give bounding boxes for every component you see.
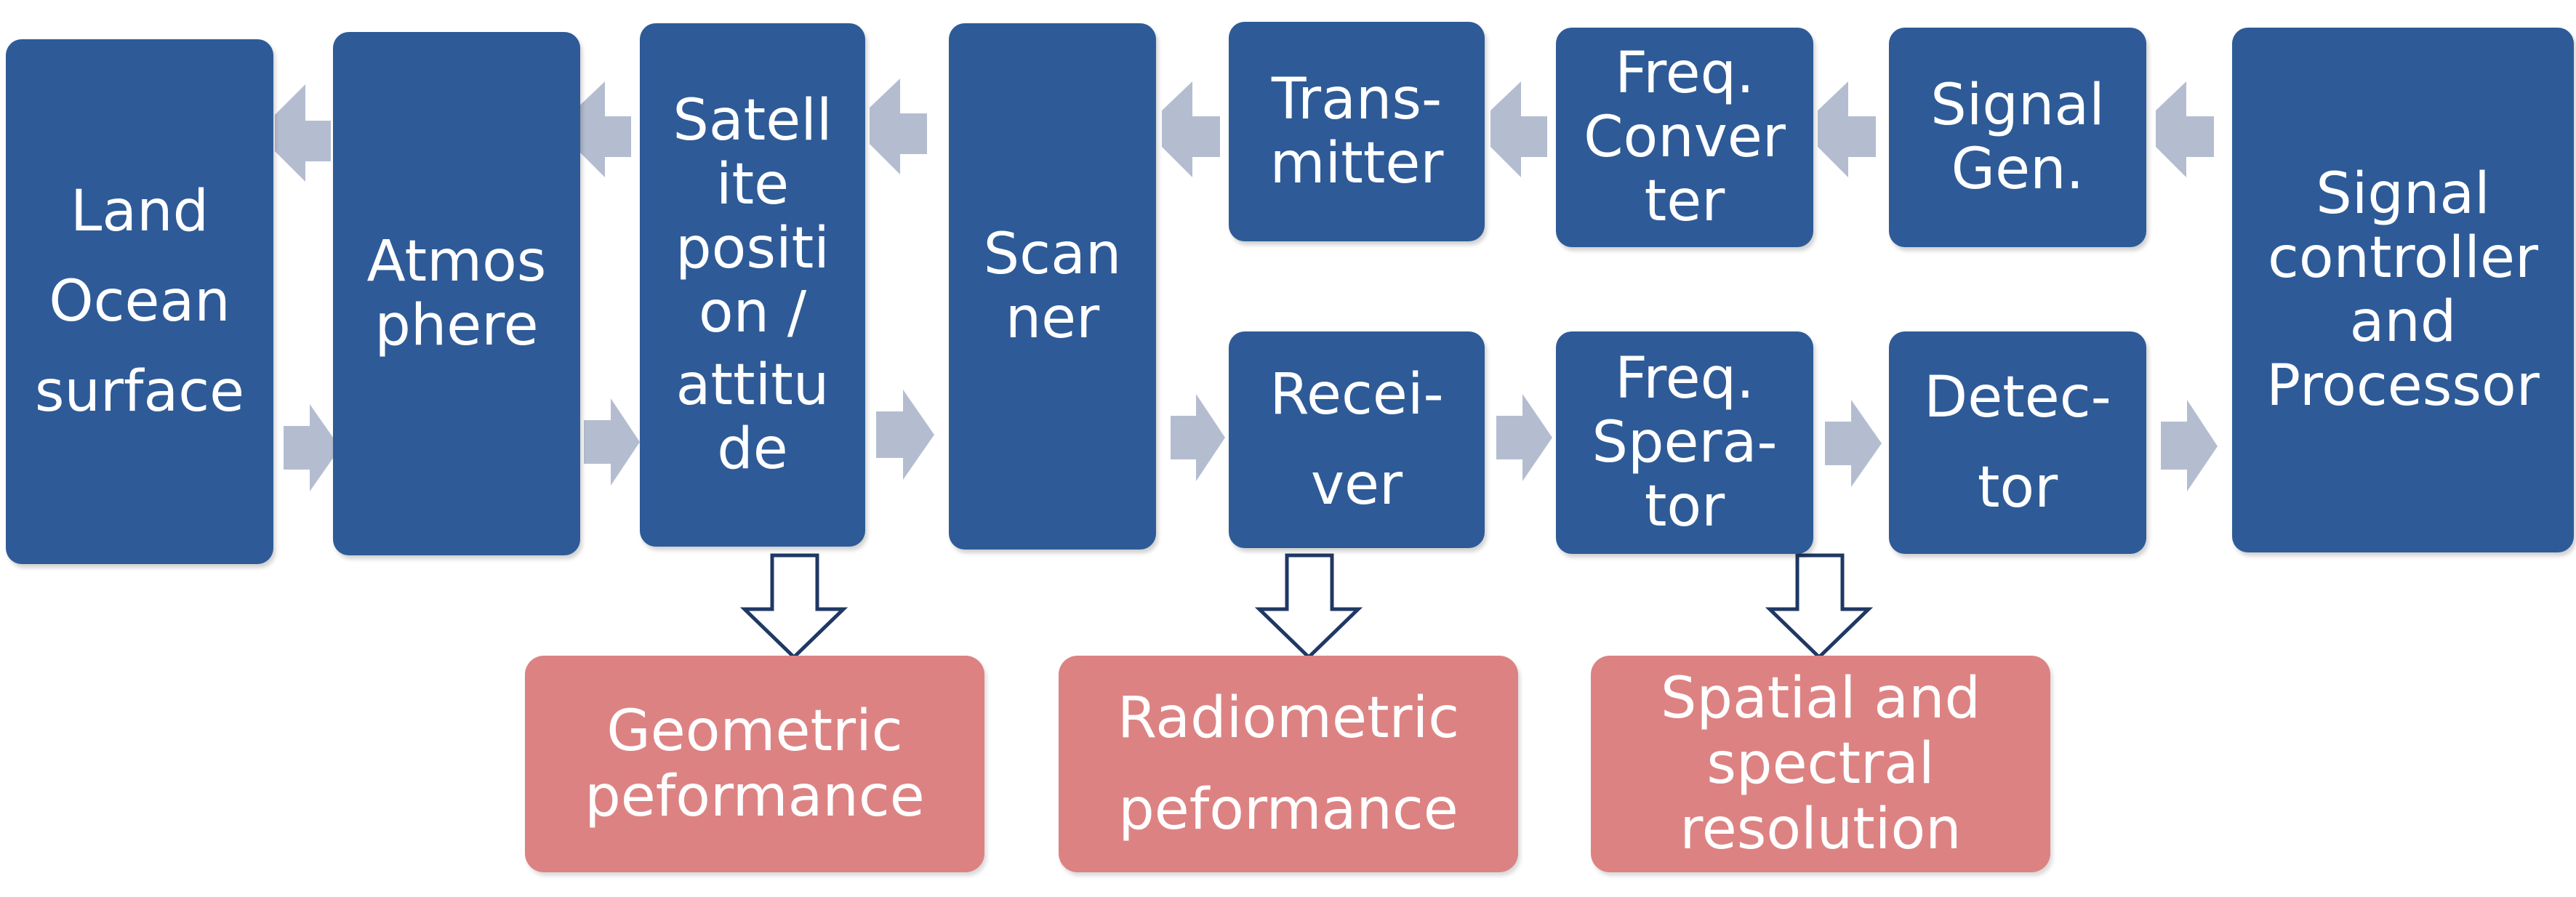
arrow-scanner-to-receiver bbox=[1171, 394, 1225, 481]
arrow-separator-to-detector bbox=[1825, 400, 1882, 487]
detector-block: Detec- tor bbox=[1889, 331, 2146, 554]
spatial-spectral-resolution-box: Spatial and spectral resolution bbox=[1591, 656, 2050, 872]
arrow-controller-to-signalgen bbox=[2156, 81, 2214, 177]
down-arrow-receiver bbox=[1254, 553, 1363, 660]
freq-converter-block: Freq. Conver ter bbox=[1556, 28, 1813, 247]
down-arrow-satellite bbox=[739, 553, 848, 660]
arrow-atmosphere-to-satellite bbox=[584, 398, 640, 486]
arrow-land-to-atmosphere bbox=[284, 404, 340, 491]
radiometric-performance-box: Radiometric peformance bbox=[1059, 656, 1518, 872]
arrow-transmitter-to-scanner bbox=[1162, 81, 1220, 177]
signal-gen-block: Signal Gen. bbox=[1889, 28, 2146, 247]
receiver-block: Recei- ver bbox=[1229, 331, 1485, 548]
signal-controller-processor-block: Signal controller and Processor bbox=[2232, 28, 2574, 552]
arrow-atmosphere-to-land bbox=[275, 84, 331, 182]
arrow-satellite-to-scanner bbox=[876, 390, 934, 480]
land-ocean-surface-block: Land Ocean surface bbox=[6, 39, 273, 564]
arrow-scanner-to-satellite bbox=[870, 79, 927, 174]
freq-separator-block: Freq. Spera- tor bbox=[1556, 331, 1813, 554]
satellite-position-attitude-block: Satell ite positi on / attitu de bbox=[640, 23, 865, 547]
arrow-receiver-to-separator bbox=[1496, 394, 1552, 481]
arrow-signalgen-to-converter bbox=[1818, 81, 1876, 177]
down-arrow-separator bbox=[1765, 553, 1874, 660]
arrow-satellite-to-atmosphere bbox=[574, 81, 631, 177]
geometric-performance-box: Geometric peformance bbox=[525, 656, 984, 872]
arrow-converter-to-transmitter bbox=[1490, 81, 1547, 177]
scanner-block: Scan ner bbox=[949, 23, 1156, 550]
arrow-detector-to-controller bbox=[2161, 400, 2218, 491]
atmosphere-block: Atmos phere bbox=[333, 32, 580, 555]
transmitter-block: Trans- mitter bbox=[1229, 22, 1485, 241]
